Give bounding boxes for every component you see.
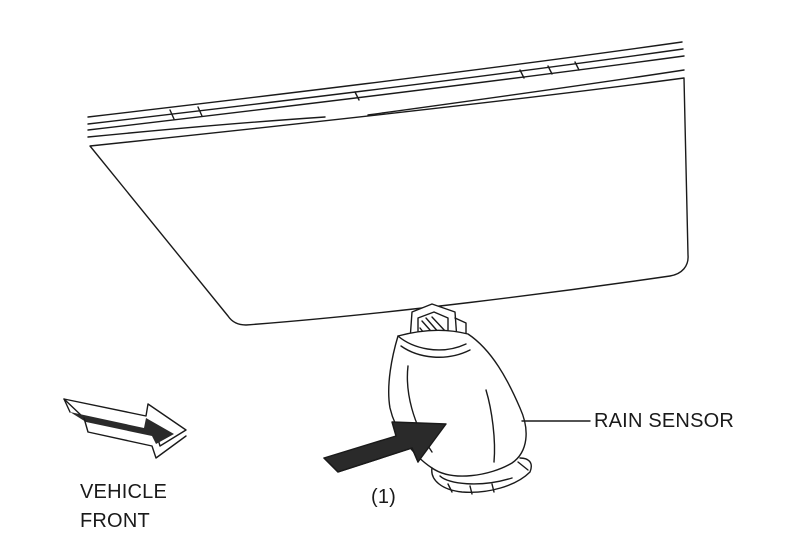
windshield-top-trim bbox=[87, 41, 685, 138]
push-arrow bbox=[323, 421, 447, 473]
rain-sensor-label: RAIN SENSOR bbox=[594, 410, 735, 432]
vehicle-front-arrow bbox=[63, 398, 187, 459]
windshield-panel bbox=[89, 77, 689, 326]
rain-sensor-body bbox=[388, 303, 532, 495]
vehicle-front-label-line1: VEHICLE bbox=[80, 481, 167, 503]
callout-1-label: (1) bbox=[371, 486, 397, 508]
vehicle-front-label-line2: FRONT bbox=[80, 510, 150, 532]
